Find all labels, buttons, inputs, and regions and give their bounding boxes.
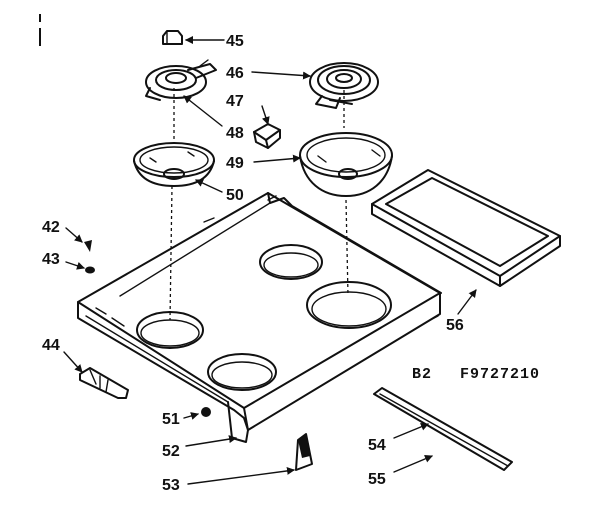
- burner-opening-front-right: [306, 281, 392, 329]
- callout-44: 44: [42, 337, 60, 354]
- drip-bowl-large: [299, 132, 393, 197]
- diagram-code: B2 F9727210: [412, 366, 540, 383]
- callout-42: 42: [42, 219, 60, 236]
- screw-42: [84, 240, 92, 252]
- center-lines: [169, 88, 349, 321]
- callout-47: 47: [226, 93, 244, 110]
- surface-unit-large: [309, 62, 379, 109]
- callout-49: 49: [226, 155, 244, 172]
- burner-opening-rear-right: [259, 244, 323, 280]
- callout-51: 51: [162, 411, 180, 428]
- code-left: B2: [412, 366, 432, 383]
- callout-55: 55: [368, 471, 386, 488]
- cooktop-tray: [371, 169, 561, 287]
- cooktop-pan: [77, 192, 442, 443]
- callout-52: 52: [162, 443, 180, 460]
- callouts: 45 46 47 48 49 50 42 43 44 51 52 53: [42, 33, 477, 494]
- burner-opening-front-left: [207, 353, 277, 391]
- callout-43: 43: [42, 251, 60, 268]
- hinge-clip: [79, 367, 129, 399]
- receptacle-block: [253, 123, 281, 149]
- code-right: F9727210: [460, 366, 540, 383]
- callout-56: 56: [446, 317, 464, 334]
- callout-48: 48: [226, 125, 244, 142]
- drip-bowl-small: [133, 142, 215, 187]
- nut-43: [85, 266, 95, 274]
- screw-51: [201, 407, 211, 417]
- burner-opening-rear-left: [136, 311, 204, 349]
- bracket-53: [295, 433, 313, 471]
- callout-46: 46: [226, 65, 244, 82]
- callout-53: 53: [162, 477, 180, 494]
- terminal-cap: [162, 30, 183, 45]
- callout-54: 54: [368, 437, 386, 454]
- callout-45: 45: [226, 33, 244, 50]
- surface-unit-small: [145, 59, 217, 101]
- callout-50: 50: [226, 187, 244, 204]
- trim-strip: [373, 387, 513, 471]
